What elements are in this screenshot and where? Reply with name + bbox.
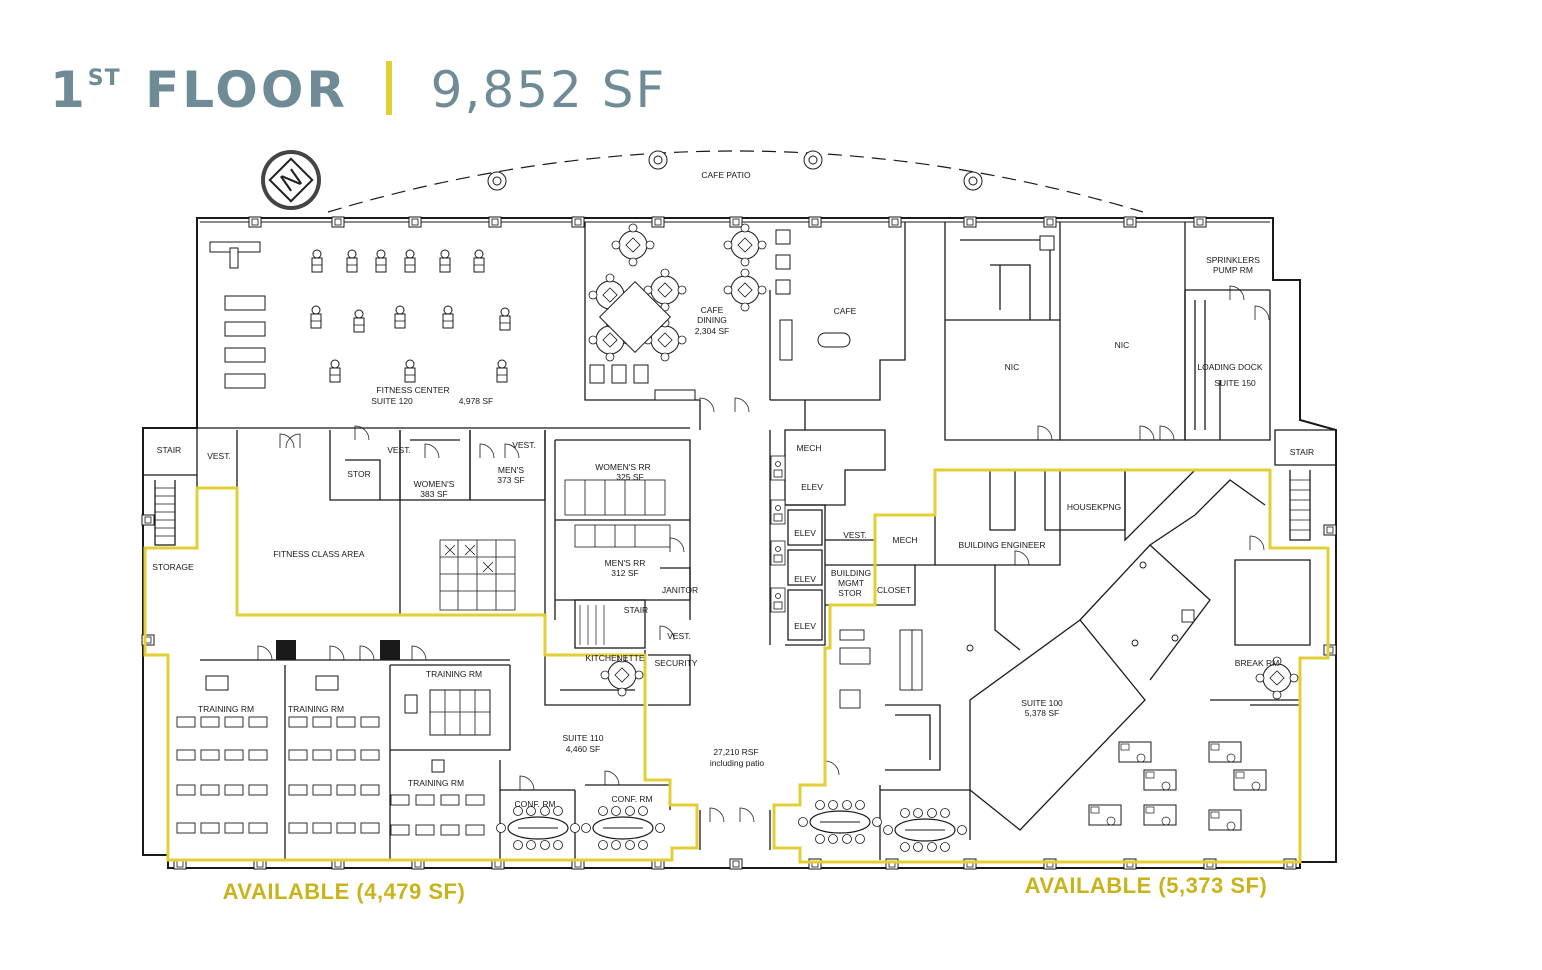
label-stair-left: STAIR [157,445,181,455]
floor-suffix: ST [87,66,121,91]
label-loading-dock: LOADING DOCK [1197,362,1263,372]
label-sprinklers: SPRINKLERS [1206,255,1260,265]
label-elev-4: ELEV [794,621,816,631]
label-pump-rm: PUMP RM [1213,265,1253,275]
label-break-rm: BREAK RM [1235,658,1279,668]
label-building-engineer: BUILDING ENGINEER [959,540,1046,550]
label-elev-3: ELEV [794,574,816,584]
label-womens-sf: 383 SF [420,489,447,499]
label-fitness-class: FITNESS CLASS AREA [273,549,364,559]
label-loading-suite: SUITE 150 [1214,378,1256,388]
label-stor: STOR [347,469,370,479]
cafe-dining-furniture [588,223,1055,401]
interior-walls [143,222,1337,860]
label-rsf-note: including patio [710,758,765,768]
label-training-1: TRAINING RM [198,704,254,714]
label-vest-2: VEST. [387,445,411,455]
page-title: 1ST FLOOR 9,852 SF [50,44,666,119]
conference-tables [495,653,1299,853]
label-womens-rr: WOMEN'S RR [595,462,650,472]
label-cafe-dining-2: DINING [697,315,727,325]
label-training-4: TRAINING RM [408,778,464,788]
floor-number: 1 [50,61,88,119]
label-conf-2: CONF. RM [611,794,652,804]
label-storage: STORAGE [152,562,194,572]
label-elev-2: ELEV [794,528,816,538]
available-outlines [143,468,1330,864]
label-rsf: 27,210 RSF [713,747,758,757]
doors [257,285,1270,823]
label-stair-right: STAIR [1290,447,1314,457]
label-vest-3: VEST. [512,440,536,450]
label-housekpng: HOUSEKPNG [1067,502,1121,512]
label-mech-top: MECH [796,443,821,453]
label-vest-left: VEST. [207,451,231,461]
label-womens-rr-sf: 325 SF [616,472,643,482]
label-nic-1: NIC [1005,362,1020,372]
label-training-2: TRAINING RM [288,704,344,714]
workstations [839,561,1267,831]
label-suite-100-sf: 5,378 SF [1025,708,1060,718]
label-mens-sf: 373 SF [497,475,524,485]
label-mens-rr-sf: 312 SF [611,568,638,578]
label-kitchenette: KITCHENETTE [585,653,644,663]
label-security: SECURITY [655,658,698,668]
label-suite-100: SUITE 100 [1021,698,1063,708]
label-mech-right: MECH [892,535,917,545]
label-nic-2: NIC [1115,340,1130,350]
label-fitness-sf: 4,978 SF [459,396,494,406]
floor-area: 9,852 SF [430,61,667,119]
label-bldg-mgmt-1: BUILDING [831,568,871,578]
label-closet: CLOSET [877,585,911,595]
available-left-label: AVAILABLE (4,479 SF) [223,879,466,904]
label-training-3: TRAINING RM [426,669,482,679]
floor-word: FLOOR [145,61,348,119]
label-cafe: CAFE [834,306,857,316]
label-bldg-mgmt-2: MGMT [838,578,864,588]
label-vest-mid: VEST. [667,631,691,641]
label-cafe-dining-sf: 2,304 SF [695,326,730,336]
label-womens: WOMEN'S [414,479,455,489]
label-cafe-patio: CAFE PATIO [701,170,751,180]
label-fitness-center: FITNESS CENTER [376,385,449,395]
label-suite-110-sf: 4,460 SF [566,744,601,754]
label-elev-1: ELEV [801,482,823,492]
training-desks [176,640,491,836]
elevator-symbols [770,455,786,613]
label-vest-elev: VEST. [843,530,867,540]
north-arrow-icon: N [261,150,321,210]
label-suite-110: SUITE 110 [563,733,604,743]
title-divider [386,61,393,115]
available-right-label: AVAILABLE (5,373 SF) [1025,873,1268,898]
room-labels: CAFE PATIO FITNESS CENTER SUITE 120 4,97… [152,170,1314,809]
label-janitor: JANITOR [662,585,698,595]
label-mens: MEN'S [498,465,525,475]
label-mens-rr: MEN'S RR [605,558,646,568]
label-cafe-dining: CAFE [701,305,724,315]
label-fitness-suite: SUITE 120 [371,396,413,406]
label-conf-1: CONF. RM [514,799,555,809]
label-bldg-mgmt-3: STOR [838,588,861,598]
fitness-equipment [209,241,511,389]
cafe-patio [327,150,1144,213]
label-stair-mid: STAIR [624,605,648,615]
